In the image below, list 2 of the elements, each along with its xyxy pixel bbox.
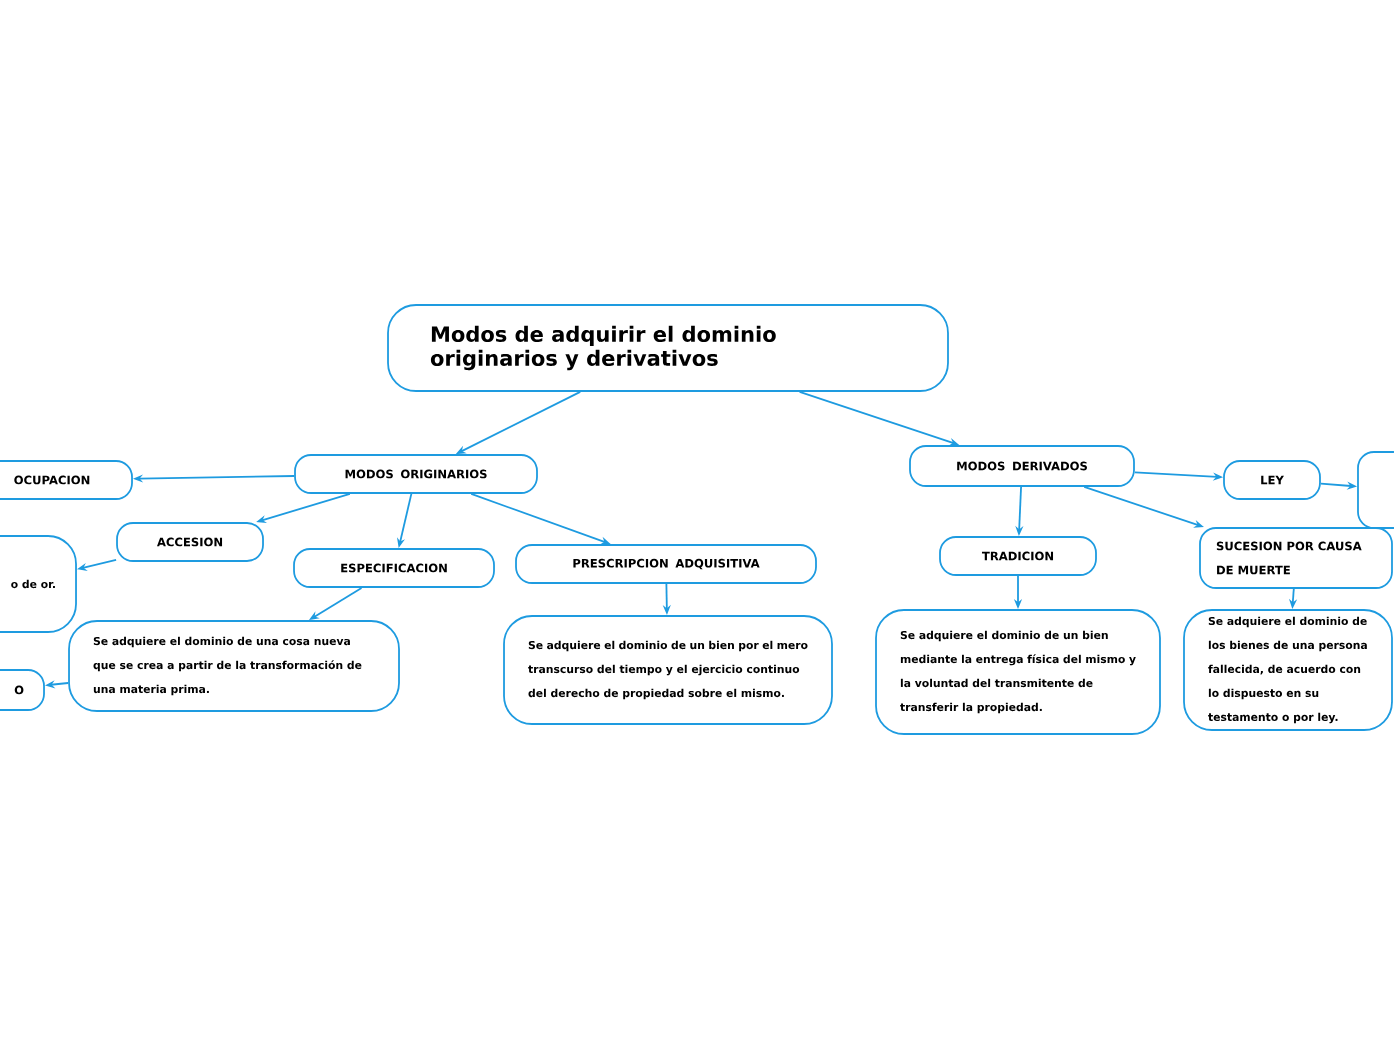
topic-box <box>1357 451 1394 529</box>
title-box: Modos de adquirir el dominio originarios y derivativos <box>387 304 949 392</box>
